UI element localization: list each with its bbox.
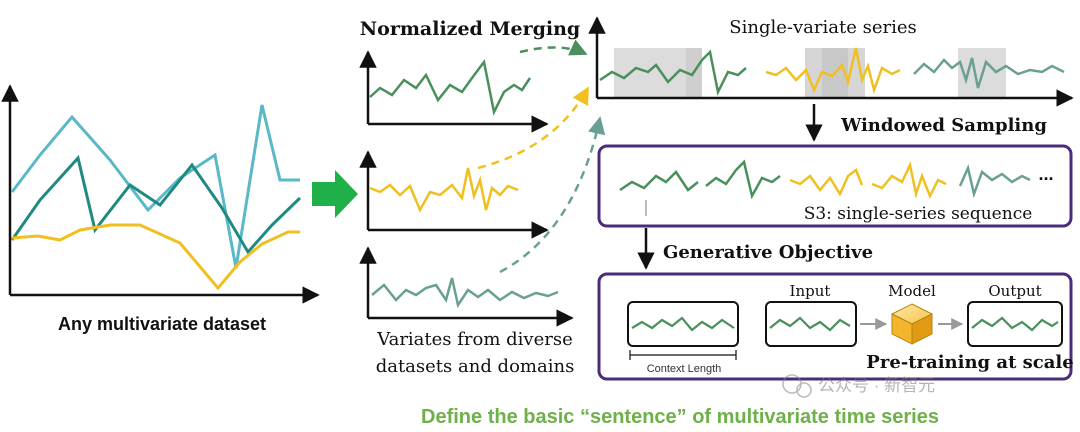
- output-window-series: [971, 316, 1059, 332]
- s3-series: ...: [619, 159, 1054, 200]
- merge-green-series: [369, 59, 532, 116]
- footer-caption: Define the basic “sentence” of multivari…: [421, 406, 939, 428]
- s3-yellow-window-1: [789, 168, 864, 197]
- left-caption: Any multivariate dataset: [58, 314, 266, 334]
- pretrain-title: Pre-training at scale: [866, 352, 1073, 373]
- single-title: Single-variate series: [729, 17, 916, 38]
- input-window-frame: [765, 301, 857, 347]
- windowed-title: Windowed Sampling: [840, 115, 1047, 136]
- series-cyan-line: [10, 104, 300, 269]
- big-green-arrow: [312, 170, 358, 218]
- merge-yellow-series: [369, 167, 519, 213]
- merge-plot-yellow: [359, 150, 549, 239]
- single-variate-plot: [588, 16, 1074, 107]
- watermark-text: 公众号 · 新智元: [818, 376, 935, 395]
- single-sage-series: [913, 57, 1065, 89]
- s3-sage-window: [958, 164, 1031, 199]
- dashed-arrow-sage: [499, 116, 606, 274]
- input-label: Input: [790, 282, 831, 300]
- output-window: [967, 301, 1063, 347]
- merge-caption-line2: datasets and domains: [376, 356, 575, 377]
- s3-label: S3: single-series sequence: [804, 204, 1033, 224]
- s3-green-window-2: [705, 159, 781, 200]
- output-label: Output: [988, 282, 1041, 300]
- single-yellow-series: [765, 47, 901, 95]
- s3-ellipsis: ...: [1038, 164, 1053, 184]
- multivariate-plot: Any multivariate dataset: [1, 84, 320, 334]
- merge-sage-series: [371, 277, 559, 309]
- input-window-series: [769, 316, 851, 332]
- dashed-arrow-green: [519, 39, 588, 56]
- output-window-frame: [967, 301, 1063, 347]
- dashed-arrow-yellow: [477, 86, 590, 170]
- series-teal-line: [10, 154, 302, 255]
- generative-title: Generative Objective: [663, 242, 873, 263]
- merge-plot-green: [359, 50, 549, 133]
- merge-plot-sage: [359, 246, 574, 327]
- series-yellow-line: [11, 223, 300, 291]
- context-window-series: [631, 316, 735, 332]
- s3-yellow-window-2: [871, 161, 947, 200]
- merge-title: Normalized Merging: [360, 18, 580, 40]
- context-window: Context Length: [627, 301, 739, 375]
- single-green-series: [599, 49, 747, 96]
- model-label: Model: [888, 282, 936, 300]
- input-window: [765, 301, 857, 347]
- window-shade-1: [614, 48, 686, 98]
- watermark: 公众号 · 新智元: [782, 374, 935, 398]
- context-window-frame: [627, 301, 739, 347]
- s3-green-window-1: [619, 170, 699, 192]
- context-length-label: Context Length: [647, 363, 722, 375]
- merge-caption-line1: Variates from diverse: [376, 329, 573, 350]
- model-cube-icon: [890, 303, 934, 345]
